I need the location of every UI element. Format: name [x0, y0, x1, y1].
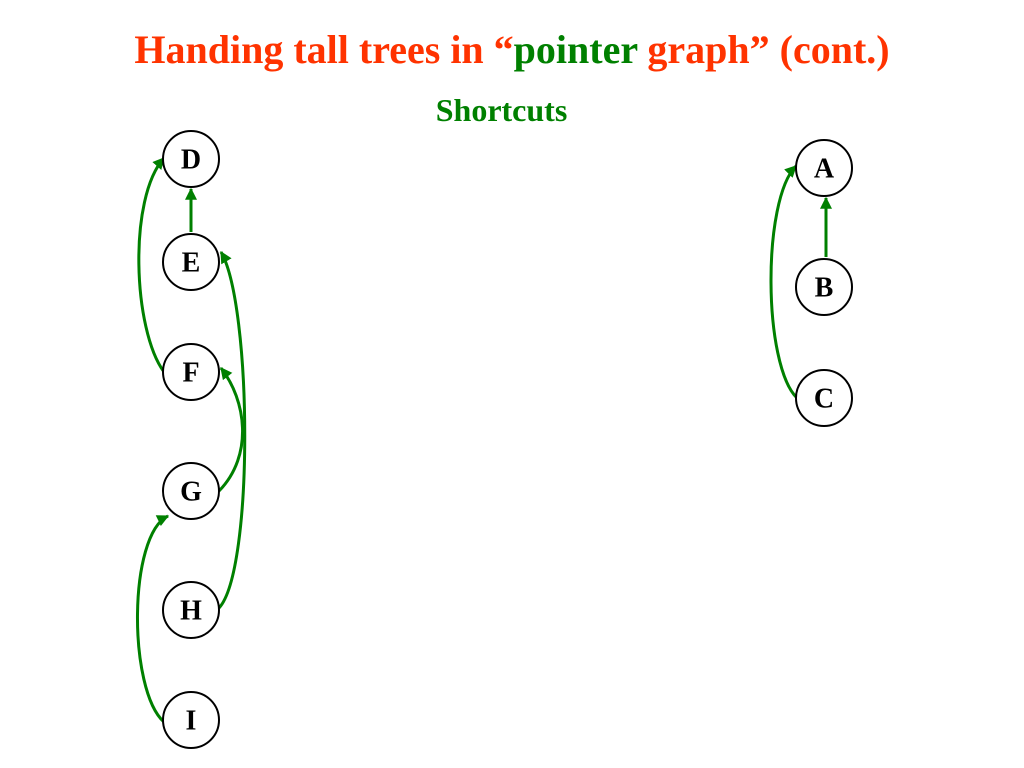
node-e: E	[162, 233, 220, 291]
node-f: F	[162, 343, 220, 401]
node-b: B	[795, 258, 853, 316]
node-label: B	[815, 273, 834, 304]
node-circle	[162, 691, 220, 749]
node-a: A	[795, 139, 853, 197]
node-circle	[795, 258, 853, 316]
edges-layer	[136, 156, 832, 724]
title-pointer-word: pointer	[513, 27, 638, 72]
node-circle	[162, 233, 220, 291]
node-label: F	[182, 358, 199, 389]
node-circle	[162, 462, 220, 520]
node-label: E	[182, 248, 201, 279]
edge-i-to-g	[136, 514, 170, 724]
node-label: G	[180, 477, 202, 508]
node-circle	[162, 130, 220, 188]
node-g: G	[162, 462, 220, 520]
node-i: I	[162, 691, 220, 749]
node-label: A	[814, 154, 835, 185]
node-h: H	[162, 581, 220, 639]
node-label: D	[181, 145, 201, 176]
node-label: C	[814, 384, 834, 415]
nodes-layer: D E F G H I A B C	[162, 130, 853, 749]
edge-g-to-f	[217, 367, 245, 493]
title-part-2: graph” (cont.)	[637, 27, 890, 72]
edge-h-to-e	[217, 250, 247, 610]
node-circle	[162, 581, 220, 639]
edge-c-to-a	[769, 164, 799, 400]
node-circle	[162, 343, 220, 401]
node-circle	[795, 139, 853, 197]
node-d: D	[162, 130, 220, 188]
node-label: H	[180, 596, 202, 627]
page-title: Handing tall trees in “pointer graph” (c…	[0, 22, 1024, 78]
page-subtitle: Shortcuts	[435, 92, 568, 128]
edge-f-to-d	[137, 156, 166, 373]
title-part-1: Handing tall trees in	[134, 27, 494, 72]
node-circle	[795, 369, 853, 427]
title-open-quote: “	[493, 27, 514, 72]
node-c: C	[795, 369, 853, 427]
node-label: I	[186, 706, 197, 737]
